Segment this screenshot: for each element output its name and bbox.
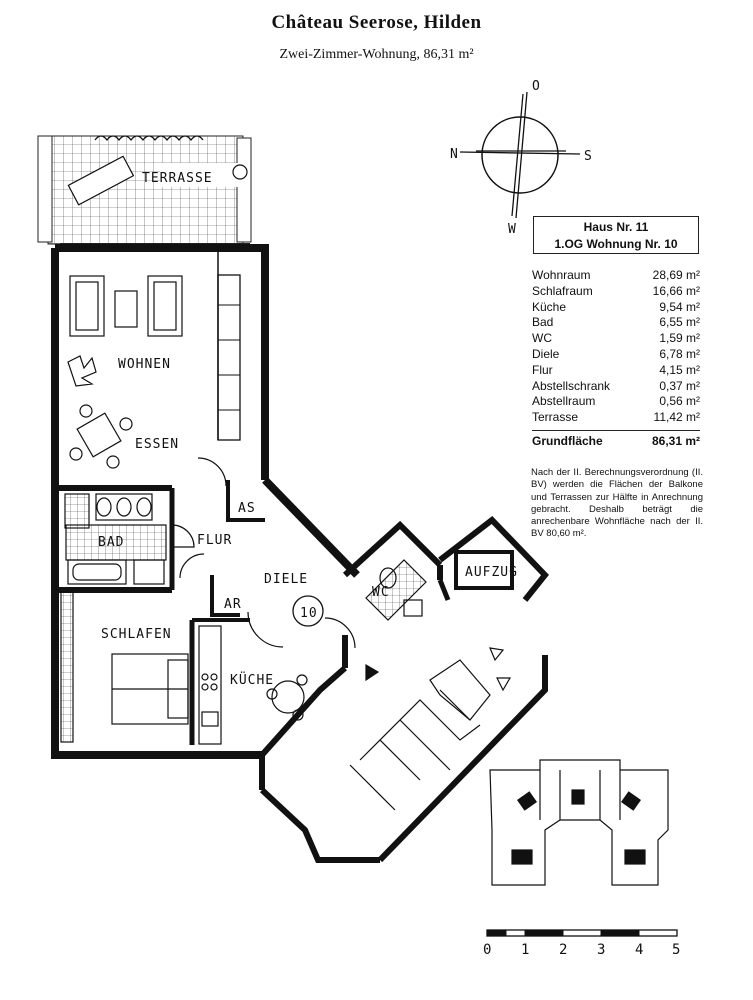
scale-bar	[486, 929, 678, 937]
compass-o: O	[532, 79, 541, 94]
scale-label: 1	[521, 942, 530, 958]
compass: N S O W	[450, 79, 593, 237]
scale-label: 4	[635, 942, 644, 958]
label-as: AS	[238, 501, 256, 516]
label-schlafen: SCHLAFEN	[101, 627, 172, 642]
label-diele: DIELE	[264, 572, 308, 587]
label-wc: WC	[372, 585, 390, 600]
compass-w: W	[508, 222, 517, 237]
scale-label: 5	[672, 942, 681, 958]
scale-label: 2	[559, 942, 568, 958]
label-kueche: KÜCHE	[230, 671, 274, 688]
label-flur: FLUR	[197, 533, 232, 548]
calculation-note: Nach der II. Berechnungsverordnung (II. …	[531, 467, 703, 540]
furniture	[60, 275, 512, 811]
scale-label: 0	[483, 942, 492, 958]
label-essen: ESSEN	[135, 437, 179, 452]
page-title: Château Seerose, Hilden	[271, 12, 482, 33]
building-key-plan	[489, 759, 669, 886]
label-terrasse: TERRASSE	[142, 171, 213, 186]
label-ar: AR	[224, 597, 242, 612]
compass-s: S	[584, 149, 593, 164]
room-labels: TERRASSE WOHNEN ESSEN BAD FLUR AS DIELE …	[98, 171, 518, 688]
compass-n: N	[450, 147, 459, 162]
walls	[51, 244, 549, 863]
page-subtitle: Zwei-Zimmer-Wohnung, 86,31 m²	[279, 47, 474, 62]
label-wohnen: WOHNEN	[118, 357, 171, 372]
label-aufzug: AUFZUG	[465, 565, 518, 580]
apartment-info-box: Haus Nr. 11 1.OG Wohnung Nr. 10	[533, 216, 699, 254]
scale-label: 3	[597, 942, 606, 958]
house-number: Haus Nr. 11	[583, 220, 649, 234]
floor-unit: 1.OG Wohnung Nr. 10	[554, 237, 678, 251]
label-bad: BAD	[98, 535, 124, 550]
label-unit-number: 10	[300, 606, 318, 621]
terrace	[37, 135, 252, 252]
